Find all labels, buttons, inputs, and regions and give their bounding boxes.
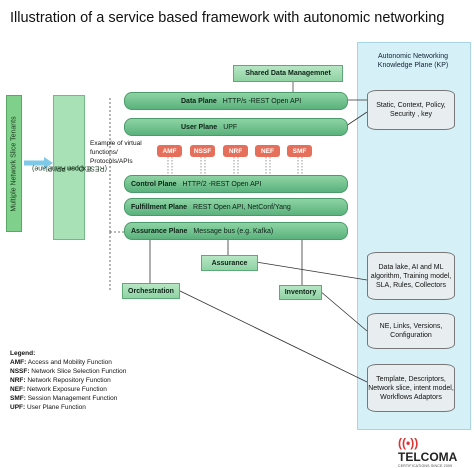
nrf-function: NRF bbox=[223, 145, 248, 157]
legend-text: Network Exposure Function bbox=[25, 386, 107, 393]
legend-text: Access and Mobility Function bbox=[26, 359, 112, 366]
legend-item: AMF: Access and Mobility Function bbox=[10, 358, 126, 367]
expose-plane: Expose Plane (REST Open API Plane) bbox=[32, 95, 106, 240]
legend-abbr: NSSF: bbox=[10, 368, 30, 375]
legend-abbr: NEF: bbox=[10, 386, 26, 393]
tenants-label: Multiple Network Slice Tenants bbox=[10, 115, 18, 212]
knowledge-plane-heading: Autonomic Networking bbox=[377, 53, 449, 60]
logo-signal-icon: ((•)) bbox=[398, 436, 419, 450]
legend: Legend: AMF: Access and Mobility Functio… bbox=[10, 349, 126, 412]
data-plane-desc: HTTP/s -REST Open API bbox=[222, 97, 302, 105]
legend-text: Network Slice Selection Function bbox=[29, 368, 127, 375]
assurance-plane: Assurance Plane Message bus (e.g. Kafka) bbox=[124, 222, 348, 240]
vf-note: Example of virtual functions/ Protocols/… bbox=[90, 140, 142, 165]
legend-abbr: AMF: bbox=[10, 359, 27, 366]
logo-name: TELCOMA bbox=[398, 450, 458, 464]
legend-abbr: NRF: bbox=[10, 377, 26, 384]
legend-title: Legend: bbox=[10, 350, 36, 357]
assurance-box-label: Assurance bbox=[211, 259, 248, 267]
knowledge-plane-subtitle: Knowledge Plane (KP) bbox=[377, 62, 449, 69]
legend-item: NSSF: Network Slice Selection Function bbox=[10, 367, 126, 376]
template-store: Template, Descriptors, Network slice, in… bbox=[367, 364, 455, 412]
legend-item: NRF: Network Repository Function bbox=[10, 376, 126, 385]
assurance-plane-desc: Message bus (e.g. Kafka) bbox=[193, 227, 274, 235]
legend-text: Session Management Function bbox=[25, 395, 118, 402]
shared-data-box: Shared Data Managemnet bbox=[233, 65, 343, 82]
user-plane-name: User Plane bbox=[181, 123, 218, 131]
user-plane-desc: UPF bbox=[223, 123, 238, 131]
amf-function: AMF bbox=[157, 145, 182, 157]
nef-function: NEF bbox=[255, 145, 280, 157]
nssf-function: NSSF bbox=[190, 145, 215, 157]
legend-text: Network Repository Function bbox=[25, 377, 111, 384]
data-plane-name: Data Plane bbox=[181, 97, 217, 105]
orchestration-box-label: Orchestration bbox=[128, 287, 174, 295]
inventory-store-text: NE, Links, Versions, Configuration bbox=[379, 323, 443, 339]
logo-tagline: CERTIFICATIONS SINCE 2009 bbox=[398, 464, 453, 468]
data-lake-store: Data lake, AI and ML algorithm, Training… bbox=[367, 252, 455, 300]
data-plane: Data Plane HTTP/s -REST Open API bbox=[124, 92, 348, 110]
shared-data-label: Shared Data Managemnet bbox=[245, 70, 331, 77]
fulfillment-plane: Fulfillment Plane REST Open API, NetConf… bbox=[124, 198, 348, 216]
inventory-box-label: Inventory bbox=[284, 289, 317, 296]
page-title: Illustration of a service based framewor… bbox=[10, 10, 445, 26]
tenants-bar: Multiple Network Slice Tenants bbox=[6, 95, 22, 232]
legend-item: NEF: Network Exposure Function bbox=[10, 385, 126, 394]
inventory-store: NE, Links, Versions, Configuration bbox=[367, 313, 455, 349]
fulfillment-plane-desc: REST Open API, NetConf/Yang bbox=[193, 203, 291, 211]
legend-item: SMF: Session Management Function bbox=[10, 394, 126, 403]
control-plane-name: Control Plane bbox=[131, 180, 177, 188]
fulfillment-plane-name: Fulfillment Plane bbox=[131, 203, 188, 211]
control-plane-desc: HTTP/2 -REST Open API bbox=[182, 180, 262, 188]
assurance-box: Assurance bbox=[201, 255, 258, 271]
control-plane: Control Plane HTTP/2 -REST Open API bbox=[124, 175, 348, 193]
policy-store-text: Static, Context, Policy, Security , key bbox=[376, 102, 446, 118]
legend-item: UPF: User Plane Function bbox=[10, 403, 126, 412]
orchestration-box: Orchestration bbox=[122, 283, 180, 299]
assurance-plane-name: Assurance Plane bbox=[131, 227, 188, 235]
legend-text: User Plane Function bbox=[25, 404, 86, 411]
legend-abbr: UPF: bbox=[10, 404, 26, 411]
inventory-box: Inventory bbox=[279, 285, 322, 300]
policy-store: Static, Context, Policy, Security , key bbox=[367, 90, 455, 130]
user-plane: User Plane UPF bbox=[124, 118, 348, 136]
data-lake-store-text: Data lake, AI and ML algorithm, Training… bbox=[370, 263, 452, 289]
smf-function: SMF bbox=[287, 145, 312, 157]
template-store-text: Template, Descriptors, Network slice, in… bbox=[368, 375, 454, 401]
knowledge-plane-title: Autonomic Networking Knowledge Plane (KP… bbox=[357, 52, 469, 70]
telcoma-logo: ((•)) TELCOMA CERTIFICATIONS SINCE 2009 bbox=[398, 436, 474, 468]
legend-abbr: SMF: bbox=[10, 395, 26, 402]
